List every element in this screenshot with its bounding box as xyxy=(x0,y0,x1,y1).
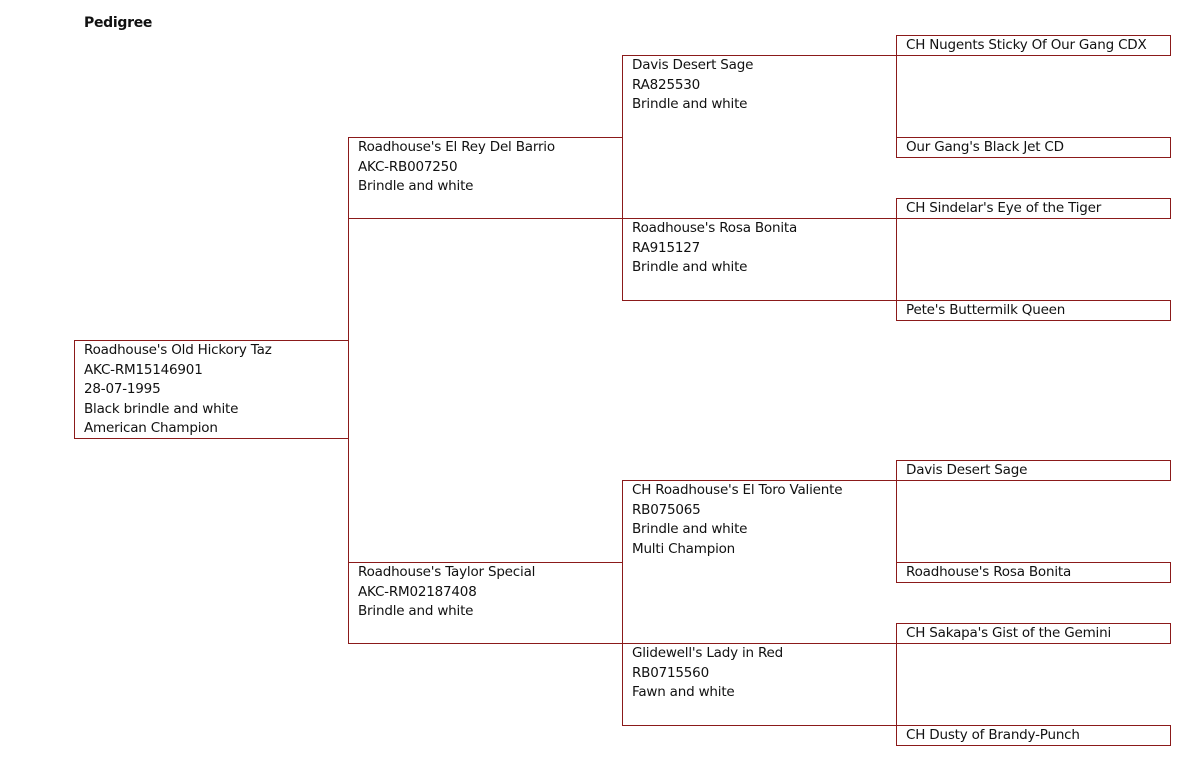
dam-dam-entry: Glidewell's Lady in Red RB0715560 Fawn a… xyxy=(632,644,783,703)
great-grandparent-name: Davis Desert Sage xyxy=(906,462,1028,478)
dam-dam-top-border xyxy=(622,643,897,644)
sire-sire-registration: RA825530 xyxy=(632,76,701,93)
sire-sire-color: Brindle and white xyxy=(632,96,748,113)
great-grandparent-name: CH Nugents Sticky Of Our Gang CDX xyxy=(906,37,1147,53)
great-grandparent-box: Davis Desert Sage xyxy=(896,460,1171,481)
dam-entry: Roadhouse's Taylor Special AKC-RM0218740… xyxy=(358,563,535,622)
generation-3-connector-lower xyxy=(622,480,623,726)
great-grandparent-name: CH Dusty of Brandy-Punch xyxy=(906,727,1080,743)
subject-title: American Champion xyxy=(84,420,218,437)
great-grandparent-name: Pete's Buttermilk Queen xyxy=(906,302,1066,318)
generation-4-connector-1 xyxy=(896,35,897,157)
sire-sire-name: Davis Desert Sage xyxy=(632,57,754,73)
great-grandparent-box: Pete's Buttermilk Queen xyxy=(896,300,1171,321)
subject-birth-date: 28-07-1995 xyxy=(84,381,161,398)
dam-sire-title: Multi Champion xyxy=(632,540,736,557)
page-title: Pedigree xyxy=(84,15,153,31)
great-grandparent-box: CH Sakapa's Gist of the Gemini xyxy=(896,623,1171,644)
sire-entry: Roadhouse's El Rey Del Barrio AKC-RB0072… xyxy=(358,138,555,197)
sire-dam-name: Roadhouse's Rosa Bonita xyxy=(632,220,798,236)
dam-sire-color: Brindle and white xyxy=(632,521,748,538)
sire-top-border xyxy=(348,137,623,138)
dam-dam-registration: RB0715560 xyxy=(632,664,709,681)
generation-3-connector-upper xyxy=(622,55,623,301)
dam-sire-name: CH Roadhouse's El Toro Valiente xyxy=(632,482,843,498)
sire-dam-bottom-border xyxy=(622,300,897,301)
dam-sire-top-border xyxy=(622,480,897,481)
dam-sire-entry: CH Roadhouse's El Toro Valiente RB075065… xyxy=(632,481,843,559)
sire-dam-registration: RA915127 xyxy=(632,239,701,256)
great-grandparent-box: CH Dusty of Brandy-Punch xyxy=(896,725,1171,746)
great-grandparent-box: CH Nugents Sticky Of Our Gang CDX xyxy=(896,35,1171,56)
great-grandparent-box: Roadhouse's Rosa Bonita xyxy=(896,562,1171,583)
sire-dam-top-border xyxy=(622,218,897,219)
great-grandparent-box: Our Gang's Black Jet CD xyxy=(896,137,1171,158)
subject-entry: Roadhouse's Old Hickory Taz AKC-RM151469… xyxy=(84,341,272,439)
dam-color: Brindle and white xyxy=(358,603,474,620)
sire-dam-color: Brindle and white xyxy=(632,259,748,276)
dam-dam-name: Glidewell's Lady in Red xyxy=(632,645,784,661)
subject-bottom-border xyxy=(74,438,349,439)
generation-4-connector-4 xyxy=(896,623,897,745)
subject-name: Roadhouse's Old Hickory Taz xyxy=(84,342,272,358)
dam-name: Roadhouse's Taylor Special xyxy=(358,564,536,580)
great-grandparent-box: CH Sindelar's Eye of the Tiger xyxy=(896,198,1171,219)
sire-color: Brindle and white xyxy=(358,178,474,195)
dam-sire-registration: RB075065 xyxy=(632,501,701,518)
sire-dam-entry: Roadhouse's Rosa Bonita RA915127 Brindle… xyxy=(632,219,797,278)
sire-registration: AKC-RB007250 xyxy=(358,158,458,175)
dam-bottom-border xyxy=(348,643,623,644)
generation-4-connector-3 xyxy=(896,460,897,582)
generation-4-connector-2 xyxy=(896,198,897,320)
generation-2-connector xyxy=(348,137,349,644)
sire-bottom-border xyxy=(348,218,623,219)
dam-top-border xyxy=(348,562,623,563)
sire-sire-top-border xyxy=(622,55,897,56)
great-grandparent-name: CH Sindelar's Eye of the Tiger xyxy=(906,200,1102,216)
dam-dam-bottom-border xyxy=(622,725,897,726)
great-grandparent-name: Roadhouse's Rosa Bonita xyxy=(906,564,1072,580)
subject-color: Black brindle and white xyxy=(84,400,239,417)
great-grandparent-name: CH Sakapa's Gist of the Gemini xyxy=(906,625,1111,641)
dam-registration: AKC-RM02187408 xyxy=(358,583,477,600)
sire-sire-entry: Davis Desert Sage RA825530 Brindle and w… xyxy=(632,56,753,115)
subject-left-border xyxy=(74,340,75,439)
subject-registration: AKC-RM15146901 xyxy=(84,361,203,378)
great-grandparent-name: Our Gang's Black Jet CD xyxy=(906,139,1064,155)
sire-name: Roadhouse's El Rey Del Barrio xyxy=(358,139,555,155)
dam-dam-color: Fawn and white xyxy=(632,684,735,701)
subject-top-border xyxy=(74,340,349,341)
